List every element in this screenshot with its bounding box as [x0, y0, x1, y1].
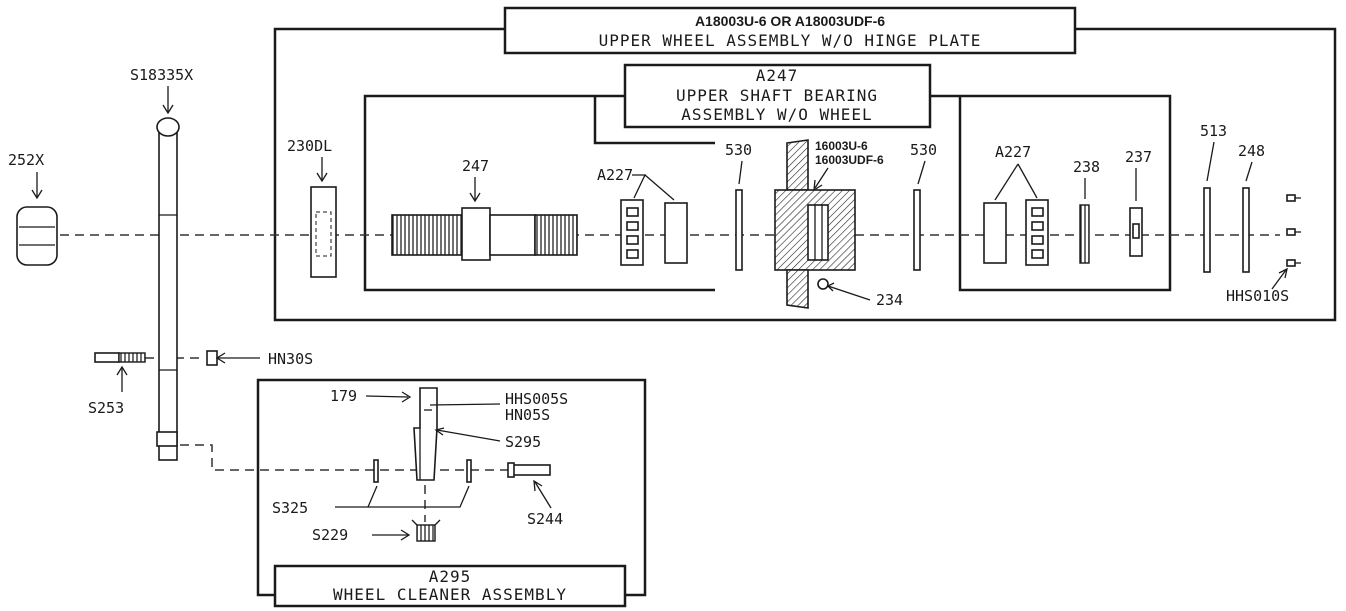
- label-wheel-line1: 16003U-6: [815, 139, 868, 153]
- leader-wheel: [814, 167, 829, 189]
- clip-s325-left: [373, 459, 379, 483]
- label-247: 247: [462, 157, 489, 175]
- label-238: 238: [1073, 158, 1100, 176]
- upper-wheel-title: UPPER WHEEL ASSEMBLY W/O HINGE PLATE: [599, 31, 982, 50]
- leader-248: [1245, 161, 1253, 182]
- label-530-right: 530: [910, 141, 937, 159]
- pin-s244: [507, 462, 551, 478]
- label-hn05s: HN05S: [505, 406, 550, 424]
- wheel-cleaner-title: WHEEL CLEANER ASSEMBLY: [333, 585, 567, 604]
- label-s295: S295: [505, 433, 541, 451]
- label-179: 179: [330, 387, 357, 405]
- plate-248: [1242, 187, 1250, 273]
- bushing-230dl: [310, 186, 337, 278]
- upper-shaft-bearing-title-line2: ASSEMBLY W/O WHEEL: [681, 105, 872, 124]
- wheel-cleaner-part-number: A295: [429, 567, 472, 586]
- label-248: 248: [1238, 142, 1265, 160]
- leader-s295: [436, 429, 501, 442]
- label-s18335x: S18335X: [130, 66, 193, 84]
- spacer-238: [1079, 204, 1090, 264]
- leader-530-left: [738, 160, 743, 185]
- nut-252x: [16, 206, 58, 266]
- clip-s325-right: [466, 459, 472, 483]
- label-237: 237: [1125, 148, 1152, 166]
- label-s325: S325: [272, 499, 308, 517]
- leader-s325-left: [335, 485, 378, 508]
- label-s229: S229: [312, 526, 348, 544]
- spring-s229: [411, 519, 441, 542]
- center-axis: [60, 234, 1280, 522]
- leader-a227-left-a: [632, 174, 647, 199]
- label-513: 513: [1200, 122, 1227, 140]
- label-hn30s: HN30S: [268, 350, 313, 368]
- label-hhs010s: HHS010S: [1226, 287, 1289, 305]
- upper-wheel-title-box: A18003U-6 OR A18003UDF-6 UPPER WHEEL ASS…: [503, 6, 1077, 55]
- wheel-cleaner-frame: [256, 378, 647, 597]
- collar-237: [1129, 207, 1143, 257]
- hinge-bar-s18335x: [156, 117, 180, 461]
- cleaner-arm-s295: [413, 387, 438, 481]
- label-a227-left: A227: [597, 166, 633, 184]
- leader-a227-left-b: [644, 174, 675, 201]
- leader-530-right: [917, 160, 926, 185]
- label-234: 234: [876, 291, 903, 309]
- leader-hhs010s: [1271, 269, 1287, 290]
- screw-s253: [94, 352, 146, 363]
- shaft-247: [391, 207, 578, 261]
- leader-a227-right-b: [1017, 163, 1038, 199]
- label-252x: 252X: [8, 151, 44, 169]
- label-530-left: 530: [725, 141, 752, 159]
- bearing-a227-left: [620, 199, 688, 266]
- label-230dl: 230DL: [287, 137, 332, 155]
- leader-s244: [534, 481, 552, 509]
- washer-513: [1203, 187, 1211, 273]
- label-a227-right: A227: [995, 143, 1031, 161]
- upper-shaft-bearing-part-number: A247: [756, 66, 799, 85]
- leader-513: [1206, 141, 1215, 182]
- label-s244: S244: [527, 510, 563, 528]
- nut-hn30s: [206, 350, 260, 366]
- leader-179: [365, 395, 409, 398]
- washer-530-left: [735, 189, 743, 271]
- leader-s325-right: [368, 485, 470, 508]
- wheel-cleaner-title-box: A295 WHEEL CLEANER ASSEMBLY: [273, 564, 627, 608]
- label-wheel-line2: 16003UDF-6: [815, 153, 884, 167]
- set-screw-234: [817, 278, 871, 301]
- label-s253: S253: [88, 399, 124, 417]
- bearing-a227-right: [983, 199, 1049, 266]
- wheel-16003u-6: [774, 139, 856, 309]
- upper-wheel-part-number: A18003U-6 OR A18003UDF-6: [695, 13, 885, 29]
- leader-hhs005s: [429, 403, 501, 406]
- upper-shaft-bearing-title-box: A247 UPPER SHAFT BEARING ASSEMBLY W/O WH…: [623, 63, 932, 129]
- upper-wheel-assembly-frame: [273, 27, 1337, 322]
- washer-530-right: [913, 189, 921, 271]
- upper-shaft-bearing-title-line1: UPPER SHAFT BEARING: [676, 86, 878, 105]
- screws-hhs010s: [1286, 194, 1301, 267]
- label-hhs005s: HHS005S: [505, 390, 568, 408]
- upper-shaft-bearing-frame: [363, 94, 1172, 292]
- leader-a227-right-a: [994, 163, 1019, 201]
